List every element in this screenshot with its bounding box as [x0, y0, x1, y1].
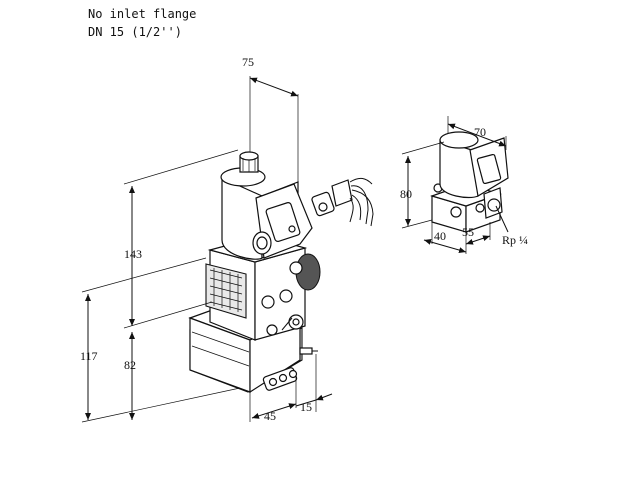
dim-height-lower: 82: [124, 358, 136, 372]
dim-bottom-offset: 15: [300, 400, 312, 414]
dim-detail-width: 70: [474, 125, 486, 139]
dim-detail-base-right: 55: [462, 225, 474, 239]
dim-detail-height: 80: [400, 187, 412, 201]
dim-height-upper: 143: [124, 247, 142, 261]
dim-detail-thread: Rp ¼: [502, 233, 528, 247]
note-dn-size: DN 15 (1/2''): [88, 25, 182, 39]
dim-bottom-depth: 45: [264, 409, 276, 423]
note-inlet-flange: No inlet flange: [88, 7, 197, 21]
dimension-lines: [81, 76, 509, 423]
dim-height-total: 117: [80, 349, 98, 363]
dim-detail-base-left: 40: [434, 229, 446, 243]
detail-valve: [430, 131, 509, 233]
dim-top-width: 75: [242, 55, 254, 69]
cable-plug: [311, 177, 374, 227]
main-valve-assembly: [188, 151, 321, 394]
